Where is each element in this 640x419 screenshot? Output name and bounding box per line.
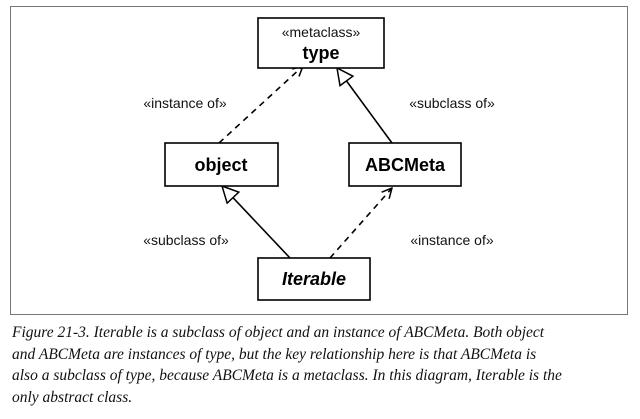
caption-line: Figure 21-3. Iterable is a subclass of o… bbox=[12, 324, 545, 341]
iterable-name: Iterable bbox=[282, 269, 346, 289]
edge-abcmeta-subclass-of-type bbox=[337, 68, 393, 144]
caption-line: and ABCMeta are instances of type, but t… bbox=[12, 345, 537, 363]
caption-line: only abstract class. bbox=[12, 388, 133, 406]
label-abcmeta-subclass-of-type: «subclass of» bbox=[409, 95, 495, 111]
object-name: object bbox=[194, 155, 247, 175]
node-type: «metaclass» type bbox=[257, 17, 385, 69]
type-stereotype: «metaclass» bbox=[282, 24, 361, 40]
label-iterable-instance-of-abcmeta: «instance of» bbox=[410, 232, 493, 248]
edge-object-instance-of-type bbox=[218, 66, 303, 144]
figure-caption: Figure 21-3. Iterable is a subclass of o… bbox=[12, 322, 630, 408]
type-name: type bbox=[302, 43, 339, 63]
node-iterable: Iterable bbox=[257, 257, 371, 301]
caption-line: also a subclass of type, because ABCMeta… bbox=[12, 367, 562, 384]
abcmeta-name: ABCMeta bbox=[365, 155, 446, 175]
figure-frame bbox=[10, 6, 628, 315]
node-object: object bbox=[164, 142, 279, 187]
label-iterable-subclass-of-object: «subclass of» bbox=[143, 232, 229, 248]
edge-iterable-subclass-of-object bbox=[222, 186, 291, 259]
label-object-instance-of-type: «instance of» bbox=[143, 95, 226, 111]
node-abcmeta: ABCMeta bbox=[348, 142, 462, 187]
edge-iterable-instance-of-abcmeta bbox=[329, 188, 392, 259]
